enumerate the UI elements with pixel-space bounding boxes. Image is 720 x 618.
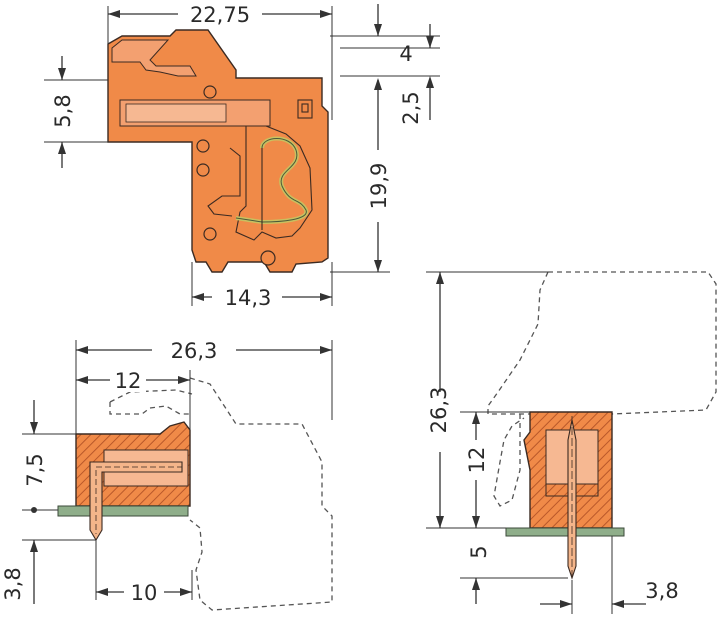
label-inset: 12 [115, 369, 142, 393]
label-overall-length: 26,3 [171, 339, 218, 363]
side-view-left-dimensions: 26,3 12 7,5 3,8 10 [1, 338, 333, 605]
hole-1 [203, 85, 217, 99]
test-slot [297, 99, 313, 119]
label-pin-spacing: 10 [131, 581, 158, 605]
label-top-step: 4 [399, 42, 412, 66]
label-inner-height: 12 [465, 447, 489, 474]
label-pitch-offset: 2,5 [399, 91, 423, 124]
label-left-height: 5,8 [51, 94, 75, 127]
latch [111, 39, 197, 77]
label-pin-length-right: 5 [467, 545, 491, 558]
pin-left [89, 461, 183, 542]
hole-2 [196, 139, 210, 153]
mating-latch-right [487, 271, 549, 507]
hole-5 [260, 250, 276, 266]
label-height: 7,5 [23, 453, 47, 486]
label-pin-length-left: 3,8 [1, 567, 25, 600]
top-view [107, 29, 329, 273]
side-view-right [487, 271, 717, 580]
pcb-left [57, 505, 189, 517]
actuator-line [207, 147, 241, 217]
pcb-right [505, 527, 625, 537]
hole-4 [203, 227, 217, 241]
mating-outline-right [548, 271, 717, 415]
test-slot-inner [301, 103, 309, 113]
side-view-left [57, 377, 333, 611]
label-overall-height: 26,3 [427, 387, 451, 434]
wire-slot-inner [125, 103, 227, 123]
label-base-width: 14,3 [225, 286, 272, 310]
housing-top-view [107, 29, 329, 273]
top-view-dimensions: 22,75 4 2,5 19,9 5,8 [44, 2, 440, 310]
mating-outline-left [189, 377, 333, 611]
spring-outline [235, 138, 307, 223]
hole-3 [196, 163, 210, 177]
label-height-right: 19,9 [367, 163, 391, 210]
label-pitch: 3,8 [645, 579, 678, 603]
label-width-overall: 22,75 [190, 3, 250, 27]
side-view-right-dimensions: 26,3 12 5 3,8 [426, 271, 679, 614]
mating-latch-left [109, 389, 193, 415]
